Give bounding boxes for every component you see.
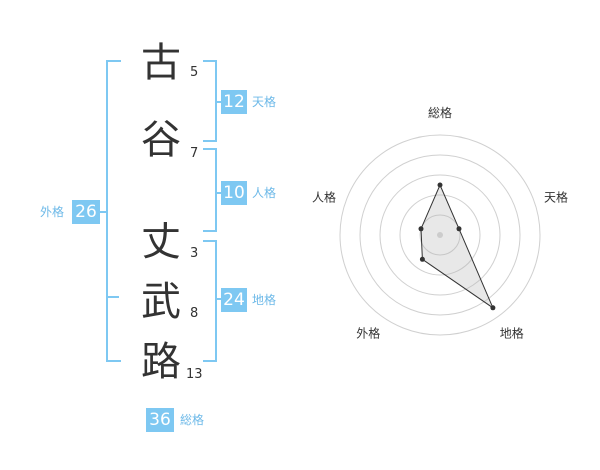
- stroke-count-1: 5: [190, 65, 199, 80]
- soukaku-value-badge: 36: [146, 408, 174, 432]
- radar-grid-ring: [379, 174, 501, 296]
- jinkaku-value-badge: 10: [221, 181, 247, 205]
- gaikaku-label: 外格: [40, 205, 65, 219]
- chikaku-label: 地格: [252, 293, 277, 307]
- tenkaku-connector: [217, 101, 221, 103]
- gaikaku-value-badge: 26: [72, 200, 100, 224]
- radar-point-2: [456, 226, 462, 232]
- radar-grid-ring: [359, 154, 521, 316]
- radar-series-polygon: [420, 183, 495, 310]
- radar-grid-ring: [339, 134, 541, 336]
- stroke-count-4: 8: [190, 306, 199, 321]
- radar-axis-label-4: 外格: [356, 326, 380, 341]
- chikaku-bracket: [203, 240, 217, 362]
- radar-point-3: [490, 305, 496, 311]
- name-char-4: 武: [141, 279, 181, 325]
- radar-grid-ring: [399, 194, 481, 276]
- tenkaku-label: 天格: [252, 95, 277, 109]
- gaikaku-bracket: [106, 60, 121, 362]
- stroke-count-5: 13: [186, 367, 203, 382]
- chikaku-value-badge: 24: [221, 288, 247, 312]
- name-char-2: 谷: [141, 117, 181, 163]
- jinkaku-bracket: [203, 148, 217, 232]
- name-char-3: 丈: [141, 219, 181, 265]
- soukaku-label: 総格: [180, 413, 205, 427]
- stroke-count-3: 3: [190, 246, 199, 261]
- radar-axis-label-5: 人格: [312, 189, 336, 204]
- gaikaku-connector: [100, 211, 106, 213]
- jinkaku-connector: [217, 192, 221, 194]
- tenkaku-value-badge: 12: [221, 90, 247, 114]
- stroke-count-2: 7: [190, 146, 199, 161]
- gaikaku-bracket-divider: [106, 296, 119, 298]
- radar-point-5: [418, 226, 424, 232]
- name-char-1: 古: [141, 40, 181, 86]
- radar-axis-label-2: 天格: [544, 189, 568, 204]
- radar-axis-label-3: 地格: [500, 326, 524, 341]
- radar-grid-ring: [419, 214, 461, 256]
- radar-point-4: [419, 256, 425, 262]
- chikaku-connector: [217, 298, 221, 300]
- radar-center-point: [437, 232, 443, 238]
- name-char-5: 路: [141, 339, 181, 385]
- radar-axis-label-1: 総格: [428, 105, 452, 120]
- tenkaku-bracket: [203, 60, 217, 142]
- jinkaku-label: 人格: [252, 186, 277, 200]
- radar-point-1: [437, 182, 443, 188]
